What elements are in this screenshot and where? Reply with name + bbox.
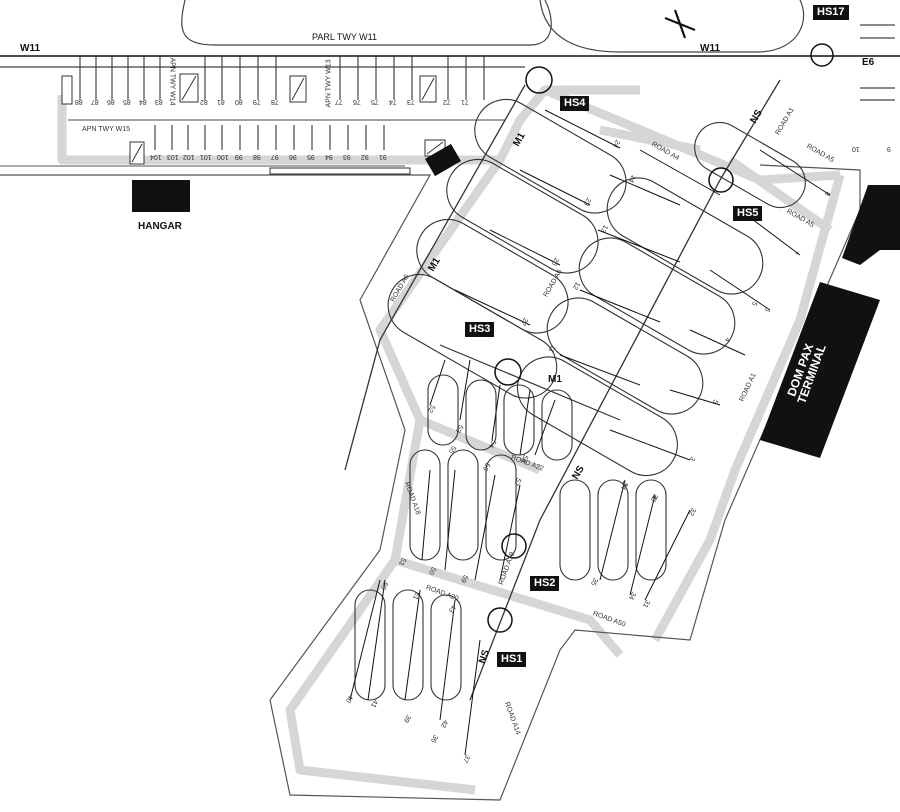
stand-label-top-upper: 85: [123, 98, 131, 105]
stand-label-top-upper: 76: [353, 98, 361, 105]
dom-pax-terminal: [760, 282, 880, 458]
stand-label-top-upper: 87: [91, 98, 99, 105]
closed-taxiway-x: [664, 9, 696, 39]
stand-label-top-upper: 71: [461, 98, 469, 105]
hs5-label: HS5: [733, 206, 763, 221]
hs3-circle: [494, 358, 522, 386]
stand-label-top-lower: 104: [150, 153, 162, 160]
hangar-building: [132, 180, 190, 212]
hangar-label: HANGAR: [138, 221, 182, 232]
apn-twy-w14-label: APN TWY W14: [168, 57, 176, 106]
hs2-label: HS2: [530, 576, 560, 591]
hotspot-circles: [487, 43, 834, 633]
stand-label-top-upper: 73: [407, 98, 415, 105]
apn-twy-w15-label: APN TWY W15: [82, 126, 130, 133]
hs3-label: HS3: [465, 322, 495, 337]
stand-label-top-upper: 86: [107, 98, 115, 105]
stand-label-top-upper: 75: [371, 98, 379, 105]
stand-label-top-lower: 91: [379, 153, 387, 160]
stand-label-top-upper: 84: [139, 98, 147, 105]
taxiway-w11-label-right: W11: [700, 43, 721, 54]
stand-label-top-upper: 72: [443, 98, 451, 105]
stand-label-top-upper: 78: [271, 98, 279, 105]
stand-label-top-upper: 79: [253, 98, 261, 105]
hs4-label: HS4: [560, 96, 590, 111]
stand-label-top-lower: 93: [343, 153, 351, 160]
stand-label-top-upper: 82: [200, 98, 208, 105]
apn-twy-w13-label: APN TWY W13: [325, 59, 333, 108]
ns-centerline: [469, 79, 781, 701]
hatch-lines: [131, 75, 444, 163]
stand-label-right-top: 9: [887, 145, 891, 152]
m1-label-lower: M1: [548, 374, 562, 385]
stand-label-top-upper: 77: [335, 98, 343, 105]
hs1-circle: [487, 607, 513, 633]
stand-label-top-lower: 97: [271, 153, 279, 160]
stand-label-top-lower: 102: [183, 153, 195, 160]
parl-twy-label: PARL TWY W11: [312, 32, 378, 42]
m1-cross-line: [439, 344, 621, 421]
stand-label-top-lower: 92: [361, 153, 369, 160]
stand-label-top-upper: 83: [155, 98, 163, 105]
taxiway-w11-label-left: W11: [20, 43, 41, 54]
stand-label-top-upper: 80: [235, 98, 243, 105]
lower-stand-ovals: [354, 374, 667, 701]
field-island-1: [181, 0, 552, 46]
stand-label-top-lower: 94: [325, 153, 333, 160]
stand-label-top-upper: 88: [75, 98, 83, 105]
hs17-label: HS17: [813, 5, 849, 20]
hs5-circle: [708, 167, 734, 193]
stand-label-top-lower: 95: [307, 153, 315, 160]
hs4-circle: [525, 66, 553, 94]
hs1-label: HS1: [497, 652, 527, 667]
service-roads: [57, 85, 845, 795]
stand-label-top-upper: 81: [217, 98, 225, 105]
field-island-2: [539, 0, 805, 53]
stand-label-right-top: 10: [852, 145, 860, 152]
stand-label-top-lower: 98: [253, 153, 261, 160]
stand-leadins-top: [79, 56, 485, 150]
small-building: [425, 143, 461, 177]
stand-label-top-lower: 100: [217, 153, 229, 160]
m1-centerline: [344, 84, 526, 471]
stand-arrows: [349, 109, 831, 756]
stand-label-top-lower: 99: [235, 153, 243, 160]
e6-label: E6: [862, 57, 875, 68]
stand-label-top-lower: 96: [289, 153, 297, 160]
stand-label-top-lower: 101: [200, 153, 212, 160]
hs2-circle: [501, 533, 527, 559]
stand-label-top-lower: 103: [167, 153, 179, 160]
terminal-building-north: [842, 185, 900, 265]
hs17-circle: [810, 43, 834, 67]
stand-label-top-upper: 74: [389, 98, 397, 105]
field-island-3: [860, 24, 895, 101]
